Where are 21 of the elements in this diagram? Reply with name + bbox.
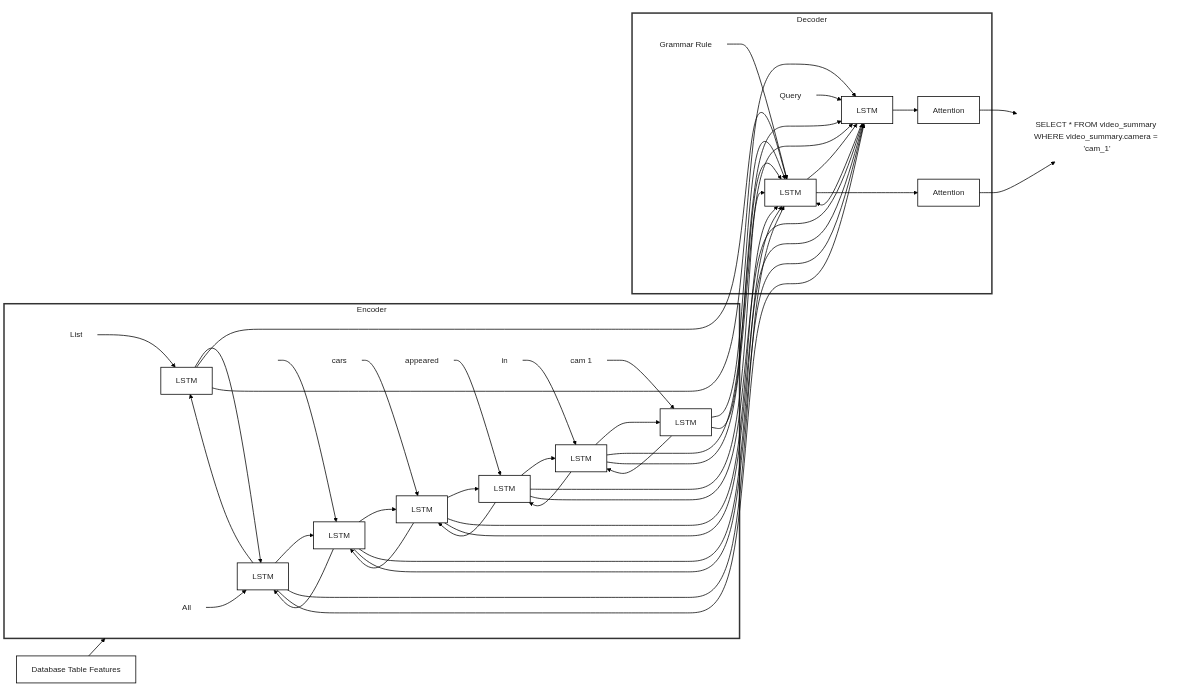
node-text: SELECT * FROM video_summary WHERE video_summary.camera = 'cam_1' xyxy=(1033,119,1158,153)
node-box: LSTM xyxy=(764,178,817,207)
node-text: cars xyxy=(331,355,347,365)
node-box: Attention xyxy=(917,96,980,124)
node-text: All xyxy=(182,602,191,612)
node-box: LSTM xyxy=(160,366,213,395)
node-text: Query xyxy=(779,90,802,100)
node-box: Attention xyxy=(917,178,980,207)
node-text: appeared xyxy=(404,355,439,365)
node-box: LSTM xyxy=(555,444,608,473)
node-text: cam 1 xyxy=(570,355,593,365)
node-text: Grammar Rule xyxy=(659,39,713,49)
node-box: LSTM xyxy=(478,474,531,503)
node-box: Database Table Features xyxy=(16,655,137,684)
node-box: LSTM xyxy=(313,521,366,550)
node-box: LSTM xyxy=(841,96,894,124)
node-box: LSTM xyxy=(659,408,712,437)
node-box: LSTM xyxy=(236,562,289,591)
node-text: in xyxy=(501,355,508,365)
node-text: List xyxy=(69,330,83,339)
node-box: LSTM xyxy=(395,495,448,524)
